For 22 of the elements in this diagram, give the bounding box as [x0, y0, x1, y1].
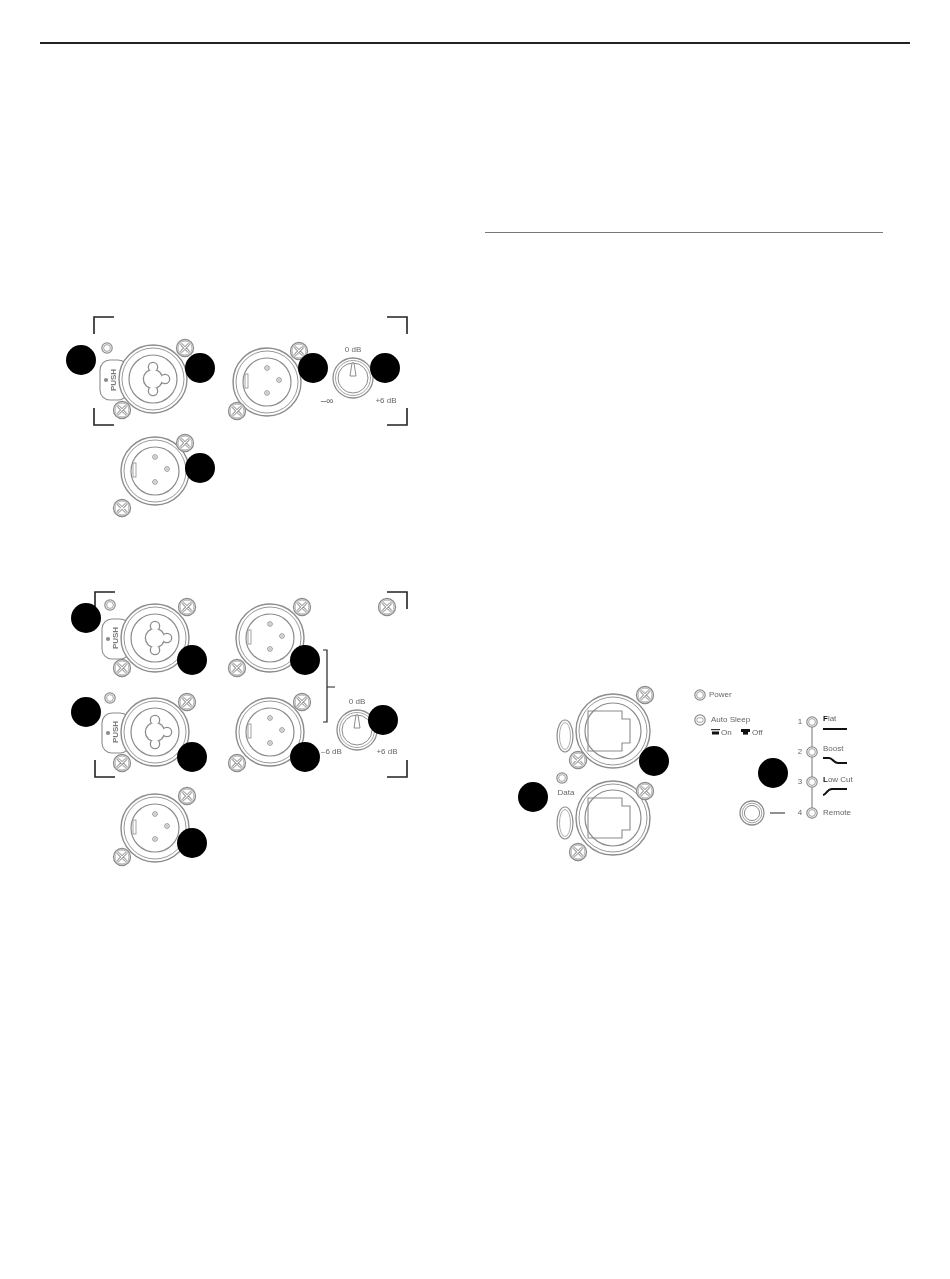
state-label: Off	[752, 729, 763, 737]
indicator-label: Power	[709, 691, 732, 699]
level-marking: +6 dB	[375, 397, 397, 405]
push-label: PUSH	[110, 368, 118, 392]
level-marking: –∞	[320, 396, 334, 406]
level-marking: 0 dB	[348, 698, 366, 706]
push-label: PUSH	[112, 720, 120, 744]
position-number: 2	[797, 748, 803, 756]
level-marking: 0 dB	[344, 346, 362, 354]
position-number: 1	[797, 718, 803, 726]
position-number: 3	[797, 778, 803, 786]
eq-mode-label: Remote	[823, 809, 851, 817]
indicator-label: Data	[557, 789, 575, 797]
level-marking: –6 dB	[321, 748, 342, 756]
eq-mode-label: Boost	[823, 745, 844, 753]
push-label: PUSH	[112, 626, 120, 650]
eq-mode-label: Low Cut	[823, 776, 853, 784]
eq-mode-label: Flat	[823, 715, 837, 723]
indicator-label: Auto Sleep	[711, 716, 751, 724]
level-marking: +6 dB	[376, 748, 398, 756]
state-label: On	[721, 729, 732, 737]
position-number: 4	[797, 809, 803, 817]
